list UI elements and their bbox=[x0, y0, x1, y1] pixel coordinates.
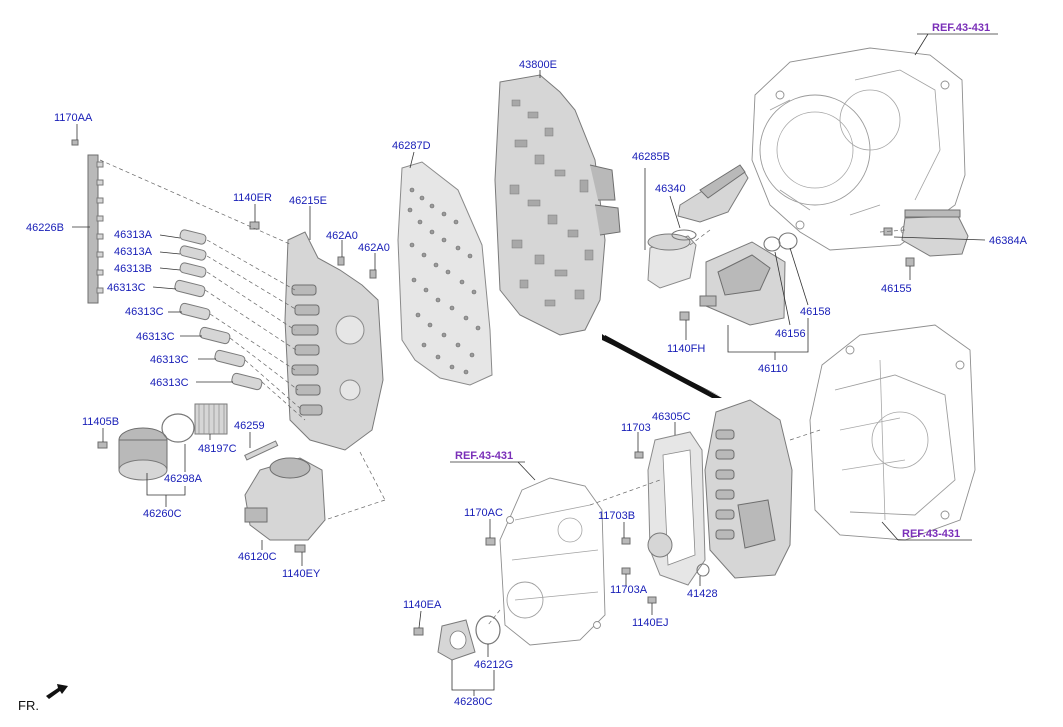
label-1140er: 1140ER bbox=[233, 192, 272, 204]
pipe-bracket bbox=[677, 164, 749, 223]
o-ring-46158 bbox=[778, 232, 798, 250]
valve-body-main bbox=[494, 74, 621, 336]
ref-label-top-right[interactable]: REF.43-431 bbox=[932, 22, 990, 34]
label-46260c: 46260C bbox=[143, 508, 182, 520]
label-46384a: 46384A bbox=[989, 235, 1028, 247]
label-46226b: 46226B bbox=[26, 222, 64, 234]
bolt-1140ej bbox=[647, 596, 657, 604]
filter-element-48197c bbox=[194, 403, 228, 435]
label-46155: 46155 bbox=[881, 283, 912, 295]
label-1140fh: 1140FH bbox=[667, 343, 705, 355]
label-46259: 46259 bbox=[234, 420, 265, 432]
bolt-1140er bbox=[249, 221, 260, 230]
alignment-lines bbox=[99, 159, 906, 626]
bolt-1170aa bbox=[71, 139, 79, 146]
ref-link-top-right[interactable]: REF.43-431 bbox=[932, 22, 990, 34]
solenoid-assembly-46120c bbox=[244, 457, 326, 541]
label-46313a-2: 46313A bbox=[114, 246, 153, 258]
label-46340: 46340 bbox=[655, 183, 686, 195]
part-labels: 1170AA 46226B 1140ER 46215E 462A0 462A0 … bbox=[26, 59, 1028, 708]
cover-flange-46280c bbox=[437, 619, 476, 661]
label-46285b: 46285B bbox=[632, 151, 670, 163]
label-11703a: 11703A bbox=[610, 584, 648, 596]
pin-46259 bbox=[244, 440, 279, 461]
label-46156: 46156 bbox=[775, 328, 806, 340]
ref-label-center[interactable]: REF.43-431 bbox=[455, 450, 513, 462]
o-ring-46340 bbox=[671, 229, 697, 241]
gasket-frame-46305c bbox=[647, 431, 706, 586]
label-11703: 11703 bbox=[621, 422, 651, 434]
label-41428: 41428 bbox=[687, 588, 718, 600]
front-arrow-icon bbox=[46, 684, 68, 699]
bolt-11703a bbox=[621, 567, 631, 575]
label-46305c: 46305C bbox=[652, 411, 691, 423]
label-1140ey: 1140EY bbox=[282, 568, 321, 580]
label-11405b: 11405B bbox=[82, 416, 119, 428]
ref-label-right[interactable]: REF.43-431 bbox=[902, 528, 960, 540]
bolt-11405b bbox=[97, 441, 108, 449]
label-46287d: 46287D bbox=[392, 140, 431, 152]
transmission-cover-center bbox=[499, 477, 606, 646]
solenoid-harness-strip bbox=[87, 154, 104, 304]
transmission-case-top bbox=[751, 47, 966, 251]
pin-462a0-a bbox=[337, 256, 345, 266]
oil-cooler-46384a bbox=[901, 209, 969, 257]
bolt-1140ey bbox=[294, 544, 306, 553]
label-46313c-2: 46313C bbox=[125, 306, 164, 318]
label-46313b: 46313B bbox=[114, 263, 152, 275]
label-48197c: 48197C bbox=[198, 443, 237, 455]
label-462a0-b: 462A0 bbox=[358, 242, 390, 254]
o-ring-46156 bbox=[763, 236, 781, 252]
bolt-1170ac bbox=[485, 537, 496, 546]
separator-plate bbox=[397, 161, 493, 386]
ref-link-center[interactable]: REF.43-431 bbox=[455, 450, 513, 462]
ref-link-right[interactable]: REF.43-431 bbox=[902, 528, 960, 540]
valve-body-assembly-right bbox=[704, 399, 793, 579]
label-46313a-1: 46313A bbox=[114, 229, 153, 241]
direction-label: FR. bbox=[18, 698, 39, 713]
bolt-46155 bbox=[905, 257, 915, 267]
o-ring-46212g bbox=[475, 615, 501, 645]
label-1140ej: 1140EJ bbox=[632, 617, 669, 629]
transmission-case-right bbox=[809, 324, 976, 541]
label-46313c-1: 46313C bbox=[107, 282, 146, 294]
pin-462a0-b bbox=[369, 269, 377, 279]
label-1170aa: 1170AA bbox=[54, 112, 93, 124]
label-46158: 46158 bbox=[800, 306, 831, 318]
o-ring-41428 bbox=[696, 563, 710, 577]
oil-filter-housing bbox=[118, 427, 168, 481]
label-46313c-3: 46313C bbox=[136, 331, 175, 343]
solenoid-valve-body bbox=[284, 231, 384, 451]
o-ring-46298a bbox=[161, 413, 195, 443]
leader-lines bbox=[72, 33, 998, 696]
control-module-46110 bbox=[699, 241, 786, 326]
solenoid-set bbox=[174, 229, 263, 391]
label-46110: 46110 bbox=[758, 363, 788, 375]
label-43800e: 43800E bbox=[519, 59, 557, 71]
label-46212g: 46212G bbox=[474, 659, 513, 671]
label-46215e: 46215E bbox=[289, 195, 327, 207]
label-46120c: 46120C bbox=[238, 551, 277, 563]
label-46280c: 46280C bbox=[454, 696, 493, 708]
label-46298a: 46298A bbox=[164, 473, 203, 485]
label-46313c-5: 46313C bbox=[150, 377, 189, 389]
bolt-1140ea bbox=[413, 627, 424, 636]
label-46313c-4: 46313C bbox=[150, 354, 189, 366]
label-1140ea: 1140EA bbox=[403, 599, 442, 611]
bolt-11703 bbox=[634, 451, 644, 459]
bolt-11703b bbox=[621, 537, 631, 545]
oil-strainer-46285b bbox=[647, 233, 697, 289]
bolt-1140fh bbox=[679, 311, 690, 321]
label-1170ac: 1170AC bbox=[464, 507, 503, 519]
label-11703b: 11703B bbox=[598, 510, 635, 522]
label-462a0-a: 462A0 bbox=[326, 230, 358, 242]
